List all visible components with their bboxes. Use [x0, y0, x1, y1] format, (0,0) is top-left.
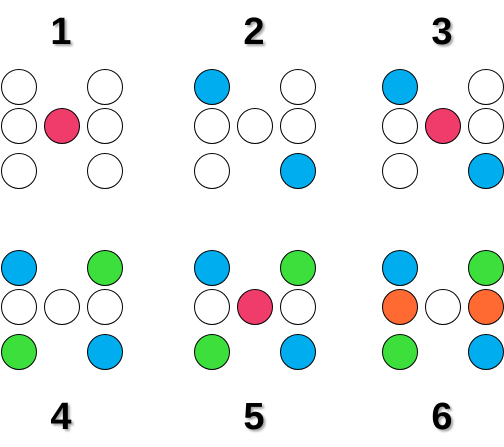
panel-1-dot-top-right — [87, 69, 123, 105]
panel-5-dot-bottom-left — [194, 334, 230, 370]
panel-1-dot-mid-right — [87, 108, 123, 144]
panel-3-dot-bottom-left — [382, 153, 418, 189]
panel-1-dot-bottom-right — [87, 153, 123, 189]
panel-1-dot-mid-left — [1, 108, 37, 144]
panel-4-dot-mid-left — [1, 289, 37, 325]
panel-2-dot-mid-right — [280, 108, 316, 144]
panel-3-dot-mid-center — [425, 108, 461, 144]
panel-6-dot-top-left — [382, 250, 418, 286]
panel-5-dot-mid-left — [194, 289, 230, 325]
panel-5-dot-top-left — [194, 250, 230, 286]
panel-2-dot-top-right — [280, 69, 316, 105]
panel-2-dot-bottom-left — [194, 153, 230, 189]
panel-2-dot-top-left — [194, 69, 230, 105]
panel-3-dot-top-left — [382, 69, 418, 105]
panel-2-label: 2 — [243, 11, 265, 53]
panel-5-dot-mid-right — [280, 289, 316, 325]
panel-3-dot-mid-right — [468, 108, 504, 144]
panel-1-label: 1 — [50, 11, 72, 53]
panel-4-label: 4 — [50, 396, 72, 438]
panel-3-dot-mid-left — [382, 108, 418, 144]
panel-5-label: 5 — [243, 396, 265, 438]
panel-5-dot-bottom-right — [280, 334, 316, 370]
panel-4-dot-mid-center — [44, 289, 80, 325]
panel-4-dot-top-left — [1, 250, 37, 286]
panel-4-dot-bottom-left — [1, 334, 37, 370]
panel-4-dot-mid-right — [87, 289, 123, 325]
panel-5-dot-mid-center — [237, 289, 273, 325]
panel-2-dot-mid-center — [237, 108, 273, 144]
panel-6-dot-mid-center — [425, 289, 461, 325]
panel-1-dot-top-left — [1, 69, 37, 105]
panel-3-dot-top-right — [468, 69, 504, 105]
panel-5-dot-top-right — [280, 250, 316, 286]
panel-3-dot-bottom-right — [468, 153, 504, 189]
panel-2-dot-bottom-right — [280, 153, 316, 189]
panel-4-dot-bottom-right — [87, 334, 123, 370]
panel-1-dot-mid-center — [44, 108, 80, 144]
panel-6-dot-bottom-right — [468, 334, 504, 370]
panel-3-label: 3 — [431, 11, 453, 53]
panel-6-dot-bottom-left — [382, 334, 418, 370]
panel-6-dot-mid-left — [382, 289, 418, 325]
panel-1-dot-bottom-left — [1, 153, 37, 189]
panel-6-label: 6 — [431, 396, 453, 438]
panel-6-dot-top-right — [468, 250, 504, 286]
panel-2-dot-mid-left — [194, 108, 230, 144]
panel-4-dot-top-right — [87, 250, 123, 286]
panel-6-dot-mid-right — [468, 289, 504, 325]
